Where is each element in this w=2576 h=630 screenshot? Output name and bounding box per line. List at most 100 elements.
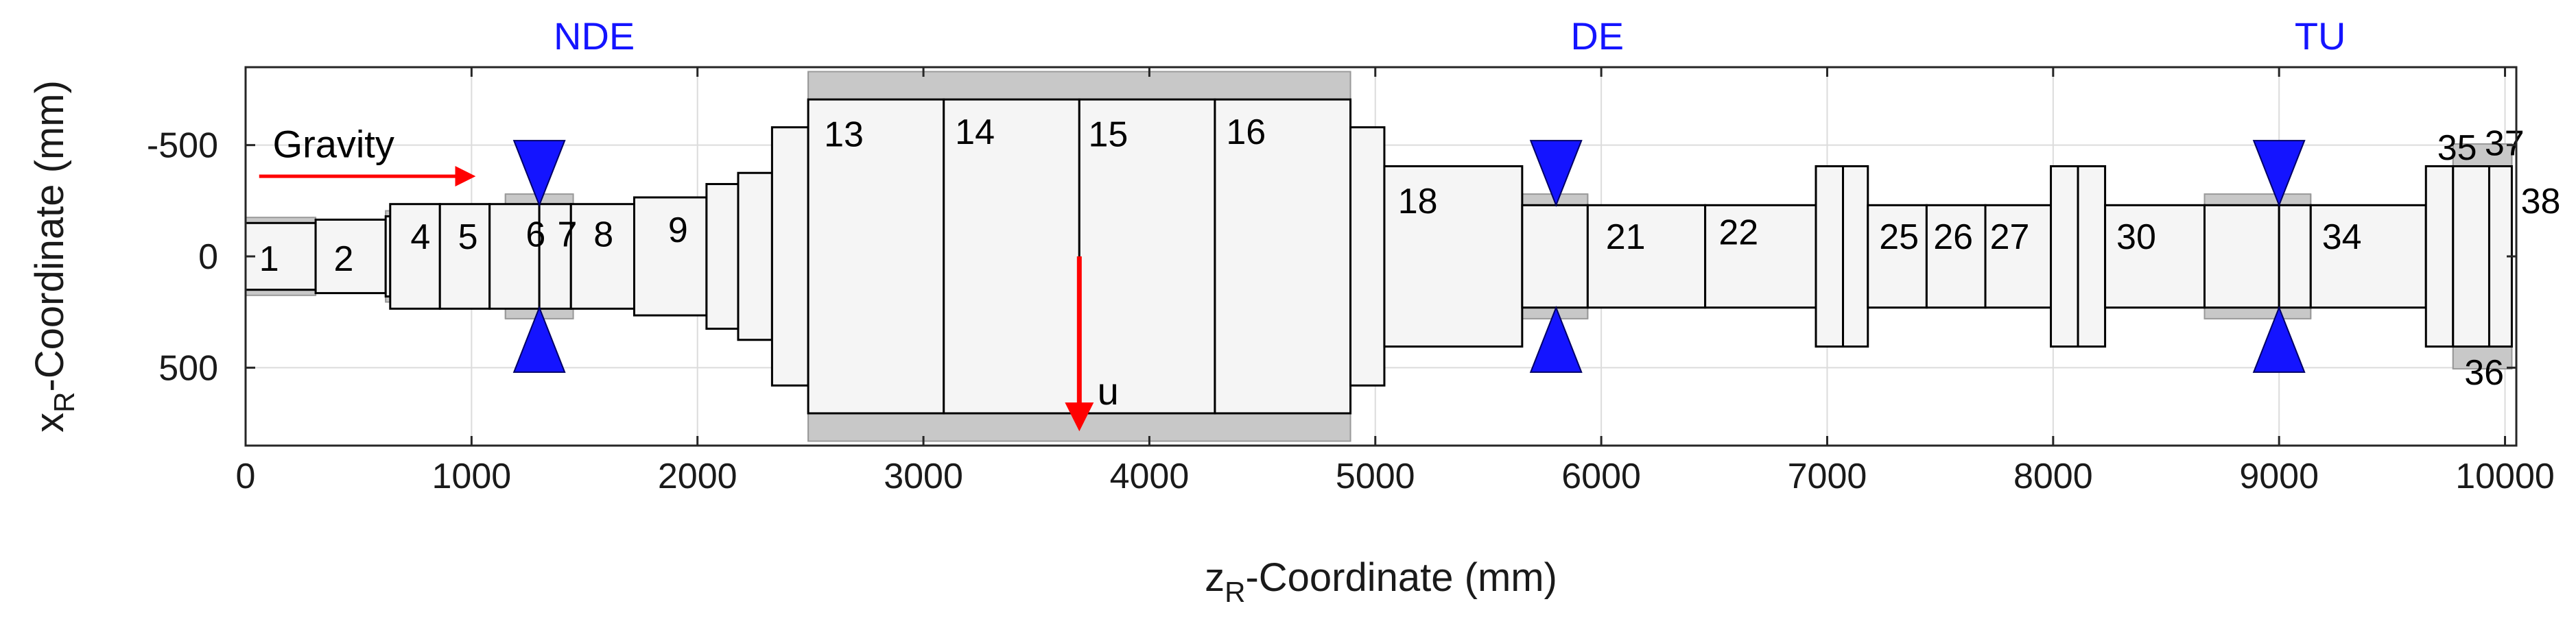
x-tick-label: 2000: [658, 457, 737, 496]
element-number: 26: [1933, 217, 1973, 257]
x-axis-label-sub: R: [1225, 576, 1245, 608]
x-tick-label: 8000: [2013, 457, 2093, 496]
x-tick-label: 0: [236, 457, 256, 496]
shaft-section: [807, 98, 945, 415]
shaft-section: [314, 218, 387, 295]
y-axis-label: xR-Coordinate (mm): [27, 80, 80, 433]
bearings: NDE DE TU: [512, 14, 2346, 373]
bearing-marker-top: [512, 140, 566, 208]
bearing-marker-top: [1529, 140, 1583, 208]
shaft-section: [389, 203, 441, 310]
shaft-section: [633, 196, 708, 317]
element-number: 16: [1226, 112, 1266, 152]
bearing-marker-bottom: [2252, 305, 2306, 373]
disk-band: [2203, 193, 2312, 206]
shaft-section: [1586, 204, 1707, 309]
bearing-label: DE: [1570, 14, 1624, 58]
shaft-section: [2278, 204, 2312, 309]
gravity-label: Gravity: [273, 123, 394, 166]
disk-band: [807, 71, 1351, 101]
y-axis-label-sub: R: [48, 392, 80, 413]
y-tick-label: -500: [147, 126, 218, 166]
element-number: 34: [2322, 217, 2362, 257]
shaft-section: [1078, 98, 1216, 415]
element-number: 4: [410, 217, 430, 257]
shaft-section: [538, 203, 572, 310]
shaft-section: [569, 203, 635, 310]
annotations: Gravity u: [259, 123, 1119, 432]
element-number: 2: [333, 239, 353, 279]
shaft-section: [705, 182, 740, 330]
element-number: 38: [2521, 182, 2561, 221]
x-axis-label-rest: -Coordinate (mm): [1245, 555, 1557, 600]
x-tick-label: 7000: [1788, 457, 1867, 496]
element-number: 15: [1088, 114, 1128, 154]
element-number: 22: [1718, 213, 1758, 252]
shaft-section: [488, 203, 541, 310]
x-axis-label: zR-Coordinate (mm): [1205, 555, 1557, 608]
element-number: 18: [1398, 182, 1438, 221]
shaft-section: [770, 126, 810, 387]
disk-band: [2203, 306, 2312, 319]
element-number: 1: [259, 239, 279, 279]
x-tick-label: 1000: [432, 457, 512, 496]
shaft-section: [943, 98, 1080, 415]
element-number: 5: [458, 217, 478, 257]
shaft-section: [1984, 204, 2053, 309]
x-tick-label: 9000: [2239, 457, 2319, 496]
shaft-section: [438, 203, 491, 310]
shaft-section: [1867, 204, 1928, 309]
shaft-section: [244, 221, 317, 291]
x-tick-label: 3000: [884, 457, 963, 496]
bearing-marker-bottom: [512, 305, 566, 373]
shaft-section: [2104, 204, 2206, 309]
element-number: 36: [2464, 353, 2504, 393]
shaft-section: [2050, 165, 2079, 348]
element-number: 7: [558, 215, 578, 255]
shaft-section: [2452, 165, 2490, 348]
shaft-section: [2309, 204, 2427, 309]
element-number: 21: [1606, 217, 1646, 257]
shaft-section: [1925, 204, 1987, 309]
shaft-section: [737, 171, 773, 341]
shaft-sections: [244, 98, 2513, 415]
element-number: 37: [2485, 123, 2525, 163]
x-axis-label-main: z: [1205, 555, 1225, 600]
element-number: 9: [668, 210, 688, 250]
shaft-section: [1349, 126, 1386, 387]
y-tick-label: 500: [158, 348, 218, 388]
bearing-marker-top: [2252, 140, 2306, 208]
x-tick-label: 4000: [1110, 457, 1190, 496]
element-number: 13: [824, 114, 864, 154]
disk-band: [2452, 346, 2513, 369]
element-number: 35: [2437, 128, 2477, 168]
bearing-label: TU: [2295, 14, 2346, 58]
shaft-section: [1842, 165, 1869, 348]
x-tick-label: 5000: [1336, 457, 1415, 496]
shaft-section: [1815, 165, 1845, 348]
x-tick-label: 10000: [2455, 457, 2555, 496]
bearing-label: NDE: [554, 14, 635, 58]
shaft-section: [1214, 98, 1352, 415]
element-number: 14: [955, 112, 995, 152]
shaft-section: [2203, 204, 2280, 309]
x-tick-label: 6000: [1561, 457, 1641, 496]
element-number: 6: [525, 215, 545, 255]
unbalance-label: u: [1098, 369, 1119, 413]
element-number: 27: [1990, 217, 2030, 257]
element-number: 8: [593, 215, 613, 255]
shaft-section: [2424, 165, 2455, 348]
element-number: 30: [2116, 217, 2156, 257]
y-axis-label-main: x: [27, 413, 72, 433]
bearing-marker-bottom: [1529, 305, 1583, 373]
element-number: 25: [1879, 217, 1919, 257]
shaft-section: [1383, 165, 1524, 348]
disk-band: [2452, 143, 2513, 167]
shaft-section: [1521, 204, 1589, 309]
y-axis-label-rest: -Coordinate (mm): [27, 80, 72, 391]
y-tick-label: 0: [198, 237, 218, 277]
shaft-section: [2077, 165, 2107, 348]
